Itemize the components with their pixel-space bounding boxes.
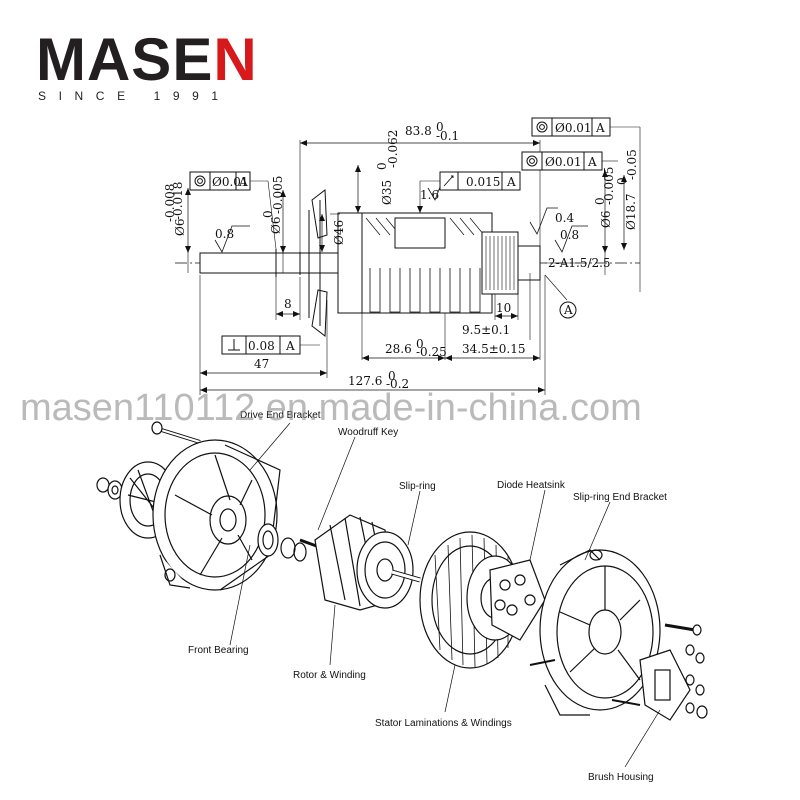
label-front-bearing: Front Bearing xyxy=(188,645,249,656)
dim-9-5: 9.5±0.1 xyxy=(462,323,510,337)
dim-dia6-mid-tol: 0 xyxy=(261,210,275,218)
dim-127-6: 127.6 xyxy=(348,374,382,388)
dim-dia18-7: Ø18.7 xyxy=(624,193,638,230)
dim-127-6-tol-up: 0 xyxy=(388,369,396,383)
brand-logo: MASEN SINCE 1991 xyxy=(36,30,258,104)
dim-dia6-mid: Ø6 xyxy=(269,217,283,234)
label-diode-heatsink: Diode Heatsink xyxy=(497,480,566,491)
concentricity-left-datum: A xyxy=(238,175,248,189)
label-woodruff-key: Woodruff Key xyxy=(338,427,398,438)
dim-28-6-tol-low: -0.25 xyxy=(416,345,447,359)
exploded-view-labels: Drive End Bracket Woodruff Key Slip-ring… xyxy=(188,410,667,783)
dim-dia35-tol-low: -0.062 xyxy=(386,130,400,168)
dim-dia6-left-tol: -0.008 xyxy=(163,184,177,222)
center-hole-spec: 2-A1.5/2.5 xyxy=(548,256,611,270)
label-slip-ring-end-bracket: Slip-ring End Bracket xyxy=(573,492,667,503)
label-rotor-winding: Rotor & Winding xyxy=(293,670,366,681)
dim-dia46: Ø46 xyxy=(332,220,346,245)
label-drive-end-bracket: Drive End Bracket xyxy=(240,410,321,421)
dim-127-6-tol-low: -0.2 xyxy=(386,377,409,391)
concentricity-lower-value: Ø0.01 xyxy=(545,155,582,169)
brand-wordmark: MASEN xyxy=(36,30,258,90)
concentricity-lower-datum: A xyxy=(587,155,597,169)
concentricity-upper-value: Ø0.01 xyxy=(555,121,592,135)
roughness-1-6: 1.6 xyxy=(420,188,439,202)
dim-dia6-left-tol2: -0.018 xyxy=(171,182,185,220)
runout-datum: A xyxy=(506,175,516,189)
concentricity-left-value: Ø0.01 xyxy=(212,175,249,189)
dim-dia18-7-tol: 0 xyxy=(615,177,629,185)
dim-dia6-right: Ø6 xyxy=(599,211,613,228)
front-bearing xyxy=(257,523,307,562)
through-bolt xyxy=(151,421,201,444)
concentricity-upper-datum: A xyxy=(595,121,605,135)
dim-overall-tol-upper: 0 xyxy=(436,120,444,134)
label-brush-housing: Brush Housing xyxy=(588,772,654,783)
roughness-left: 0.8 xyxy=(215,227,234,241)
dim-dia6-mid-tol2: -0.005 xyxy=(271,176,285,214)
dim-28-6: 28.6 xyxy=(385,342,412,356)
exploded-view xyxy=(96,421,708,768)
brand-accent-letter: N xyxy=(213,26,258,93)
rotor-assembly xyxy=(299,514,421,611)
dim-34-5: 34.5±0.15 xyxy=(462,342,526,356)
label-stator: Stator Laminations & Windings xyxy=(375,718,512,729)
diode-heatsink xyxy=(489,559,546,641)
datum-a-marker: A xyxy=(563,303,573,317)
drive-end-bracket xyxy=(152,439,281,591)
dim-overall-length: 83.8 xyxy=(405,124,432,138)
dim-dia6-left: Ø6 xyxy=(173,219,187,236)
brand-tagline: SINCE 1991 xyxy=(38,89,231,103)
slip-ring-end-bracket xyxy=(539,549,661,716)
dim-28-6-tol-up: 0 xyxy=(416,337,424,351)
rotor-drawing xyxy=(175,117,641,395)
roughness-right: 0.8 xyxy=(560,228,579,242)
watermark: masen110112.en.made-in-china.com xyxy=(20,387,642,429)
dim-47: 47 xyxy=(254,357,269,371)
dim-dia18-7-tol2: -0.05 xyxy=(625,149,639,180)
dim-dia35-tol-up: 0 xyxy=(375,162,389,170)
perpendicularity-value: 0.08 xyxy=(248,339,275,353)
screws xyxy=(529,623,708,719)
dim-8: 8 xyxy=(284,297,292,311)
brush-housing xyxy=(639,649,691,721)
dim-dia35: Ø35 xyxy=(380,180,394,205)
dim-dia6-right-tol2: -0.005 xyxy=(602,167,616,205)
dim-overall-tol-lower: -0.1 xyxy=(436,129,459,143)
label-slip-ring: Slip-ring xyxy=(399,481,436,492)
dim-dia6-right-tol: 0 xyxy=(593,197,607,205)
roughness-0-4: 0.4 xyxy=(555,211,574,225)
perpendicularity-datum: A xyxy=(285,339,295,353)
dim-10: 10 xyxy=(496,301,511,315)
runout-value: 0.015 xyxy=(466,175,500,189)
dimension-labels: 83.8 0 -0.1 Ø35 0 -0.062 1.6 0.015 A Ø0.… xyxy=(163,120,639,391)
brand-main: MASE xyxy=(36,26,214,93)
